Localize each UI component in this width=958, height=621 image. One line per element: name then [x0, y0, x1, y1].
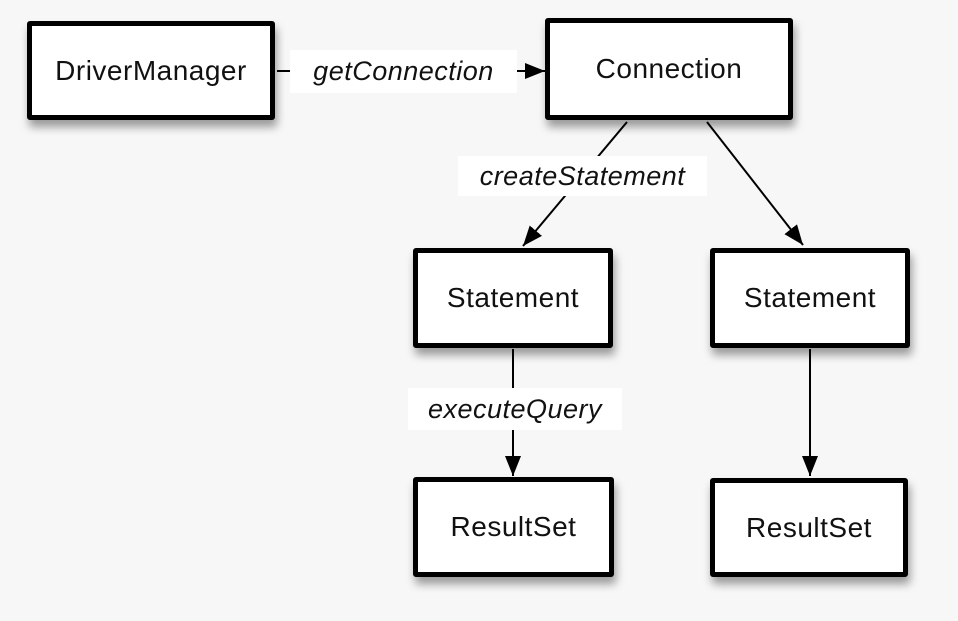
edge-connection-to-statement-right-arrow: [706, 121, 804, 246]
node-resultset-right-label: ResultSet: [746, 511, 872, 543]
node-statement-right: Statement: [710, 248, 910, 348]
node-resultset-right: ResultSet: [710, 478, 908, 577]
node-resultset-left: ResultSet: [413, 477, 614, 577]
node-statement-left-label: Statement: [446, 282, 580, 313]
node-statement-right-label: Statement: [743, 282, 877, 313]
node-statement-left: Statement: [413, 248, 613, 348]
edge-label-getconnection: getConnection: [290, 50, 517, 93]
edge-label-createstatement: createStatement: [458, 156, 707, 196]
edge-label-executequery: executeQuery: [408, 388, 622, 430]
node-resultset-left-label: ResultSet: [450, 511, 577, 542]
node-driver-manager-label: DriverManager: [55, 54, 247, 86]
node-driver-manager: DriverManager: [27, 21, 275, 120]
node-connection: Connection: [545, 18, 793, 120]
node-connection-label: Connection: [595, 53, 743, 84]
